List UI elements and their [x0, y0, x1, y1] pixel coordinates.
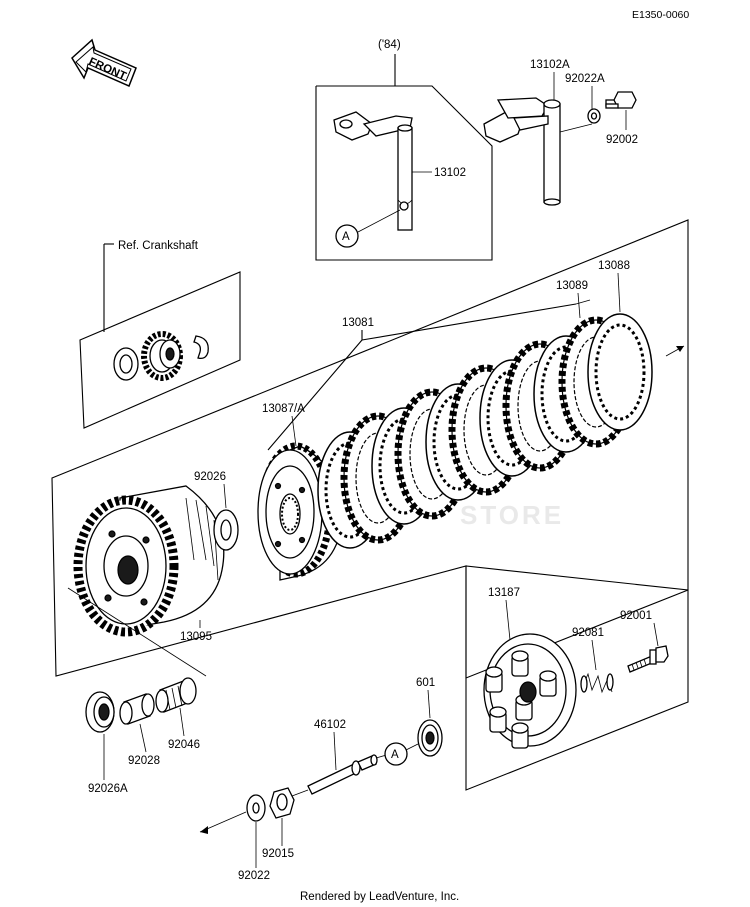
push-rod [307, 754, 378, 795]
label-13095: 13095 [180, 631, 212, 643]
clutch-spring [580, 672, 614, 694]
crankshaft-circlip [193, 335, 209, 360]
washer-92022A [587, 108, 601, 124]
locknut [269, 787, 295, 819]
label-13187: 13187 [488, 587, 520, 599]
callout-a-lower: A [384, 742, 408, 766]
label-92046: 92046 [168, 739, 200, 751]
label-92026: 92026 [194, 471, 226, 483]
release-shaft [483, 97, 561, 206]
label-601: 601 [416, 677, 435, 689]
pressure-plate [483, 633, 577, 749]
label-13102: 13102 [434, 167, 466, 179]
callout-a-upper: A [335, 224, 359, 248]
label-92026A: 92026A [88, 783, 128, 795]
front-arrow-icon: FRONT [71, 38, 137, 88]
needle-bearing-92046 [155, 677, 197, 713]
crankshaft-bushing [113, 347, 139, 381]
thrust-washer-92026 [213, 509, 239, 551]
label-46102: 46102 [314, 719, 346, 731]
svg-text:A: A [342, 231, 350, 243]
label-13102A: 13102A [530, 59, 570, 71]
label-13089: 13089 [556, 280, 588, 292]
watermark-text: STORE [460, 500, 564, 530]
footer-credit: Rendered by LeadVenture, Inc. [300, 891, 459, 903]
label-13087A: 13087/A [262, 403, 305, 415]
pressure-plate-box [465, 565, 689, 791]
ref-crankshaft-label: Ref. Crankshaft [118, 240, 199, 252]
crankshaft-gear [141, 331, 183, 381]
diagram-code: E1350-0060 [632, 9, 689, 21]
release-bearing [417, 719, 443, 757]
spring-bolt [627, 645, 669, 673]
clutch-housing [73, 485, 225, 637]
label-92022A: 92022A [565, 73, 605, 85]
label-13081: 13081 [342, 317, 374, 329]
washer-92022 [246, 794, 266, 822]
label-13088: 13088 [598, 260, 630, 272]
label-92002: 92002 [606, 134, 638, 146]
label-92081: 92081 [572, 627, 604, 639]
sleeve-92028 [119, 693, 155, 725]
label-92001: 92001 [620, 610, 652, 622]
bolt-92002 [605, 91, 637, 109]
label-92028: 92028 [128, 755, 160, 767]
label-92015: 92015 [262, 848, 294, 860]
year-84-box [315, 85, 493, 261]
bearing-sleeve-92026A [85, 691, 115, 733]
release-shaft-84 [333, 111, 413, 231]
year-note: ('84) [378, 39, 401, 51]
label-92022: 92022 [238, 870, 270, 882]
crankshaft-ref-box [79, 271, 241, 429]
svg-text:A: A [391, 749, 399, 761]
